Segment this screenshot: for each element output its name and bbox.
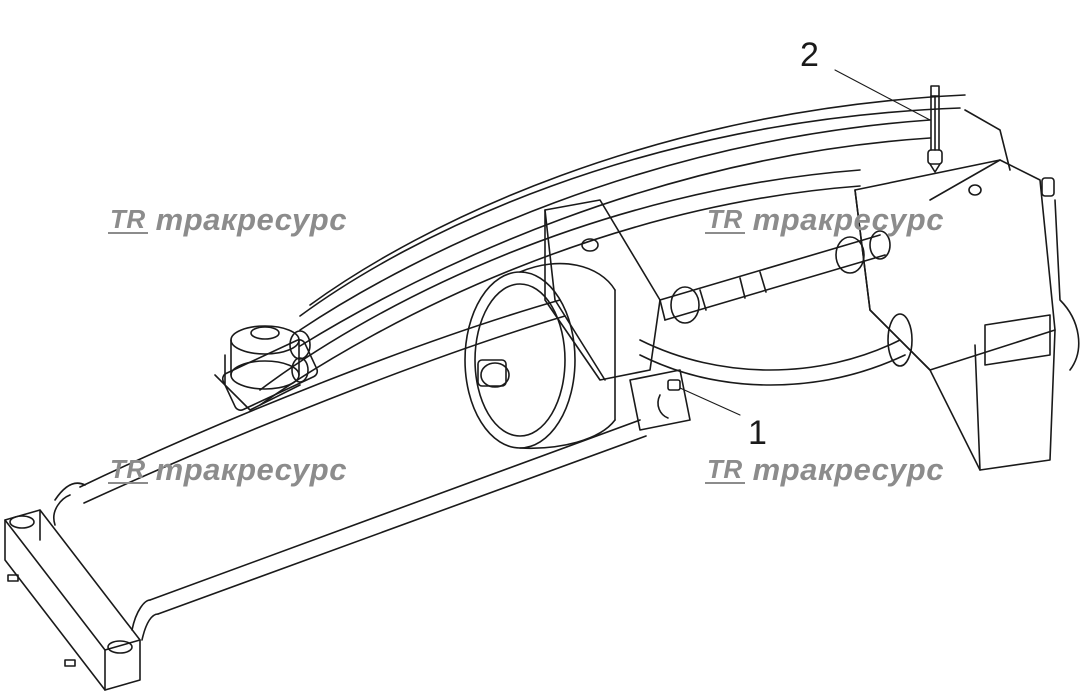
watermark: TR тракресурс bbox=[705, 202, 944, 238]
watermark-logo: TR bbox=[705, 204, 745, 234]
drive-drum bbox=[464, 262, 616, 450]
callout-1: 1 bbox=[748, 414, 767, 452]
leader-line-1 bbox=[679, 387, 741, 416]
watermark-text: тракресурс bbox=[752, 202, 944, 237]
radiator bbox=[4, 482, 141, 691]
watermark: TR тракресурс bbox=[108, 202, 347, 238]
gear-housing bbox=[544, 199, 691, 431]
watermark-logo: TR bbox=[108, 454, 148, 484]
upper-hose-bundle bbox=[259, 94, 966, 406]
watermark: TR тракресурс bbox=[705, 452, 944, 488]
left-lower-hose bbox=[79, 299, 566, 504]
watermark-text: тракресурс bbox=[155, 452, 347, 487]
drive-shaft bbox=[659, 230, 891, 324]
part-2-sensor-rod bbox=[927, 85, 943, 173]
bottom-hose bbox=[131, 419, 647, 641]
leader-line-2 bbox=[834, 69, 931, 121]
part-1-sensor bbox=[657, 379, 681, 419]
watermark-logo: TR bbox=[705, 454, 745, 484]
filter-unit bbox=[214, 325, 319, 411]
return-hose bbox=[639, 339, 906, 386]
watermark-text: тракресурс bbox=[752, 452, 944, 487]
gearbox bbox=[854, 109, 1080, 471]
watermark-text: тракресурс bbox=[155, 202, 347, 237]
callout-2: 2 bbox=[800, 36, 819, 74]
watermark: TR тракресурс bbox=[108, 452, 347, 488]
watermark-logo: TR bbox=[108, 204, 148, 234]
